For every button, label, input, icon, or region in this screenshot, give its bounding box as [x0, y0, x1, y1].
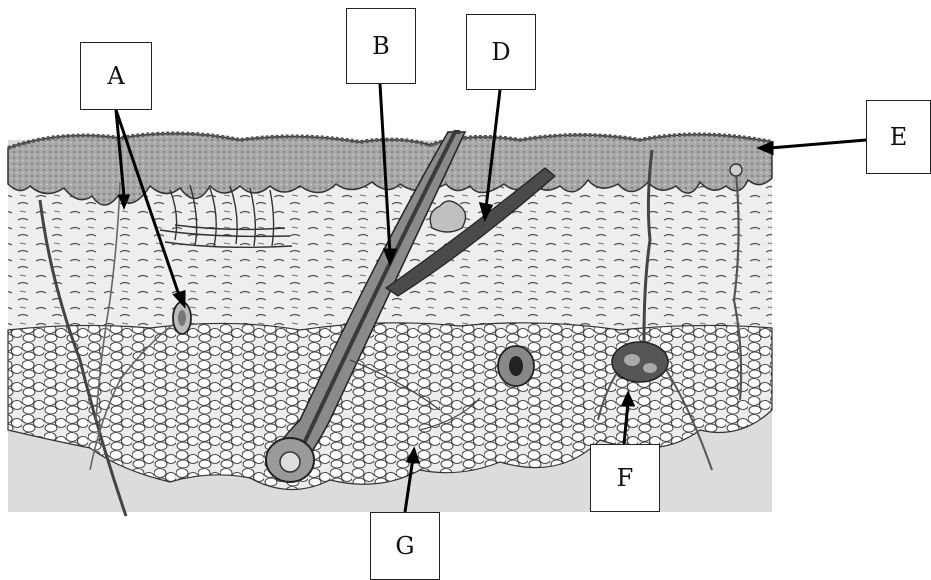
blood-vessel	[498, 346, 534, 386]
label-box-b: B	[346, 8, 416, 84]
label-box-d: D	[466, 14, 536, 90]
label-box-f: F	[590, 444, 660, 512]
label-box-a: A	[80, 42, 152, 110]
label-box-e: E	[866, 100, 931, 174]
hair-papilla	[280, 452, 300, 472]
label-box-g: G	[370, 512, 440, 580]
sweat-gland-coil	[612, 342, 668, 382]
arrow-e	[770, 140, 866, 148]
